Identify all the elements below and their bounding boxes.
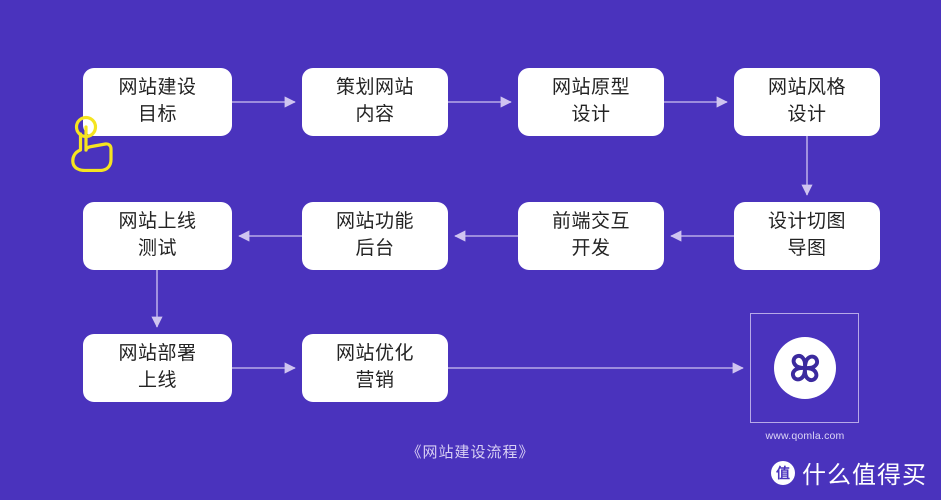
flow-node-n2-line2: 内容 [355,104,395,125]
flow-node-n4[interactable]: 网站风格 设计 [734,68,880,136]
flow-node-n8-line2: 测试 [137,238,177,259]
flow-node-n1-line2: 目标 [137,104,177,125]
diagram-caption: 《网站建设流程》 [406,444,535,461]
flow-node-n2-line1: 策划网站 [335,77,414,99]
flow-node-n3[interactable]: 网站原型 设计 [518,68,664,136]
logo-url-text: www.qomla.com [765,430,845,442]
flow-node-n5[interactable]: 设计切图 导图 [734,202,880,270]
flow-node-n9-line1: 网站部署 [118,343,197,365]
flow-node-n1-line1: 网站建设 [118,77,197,99]
flow-node-n5-line2: 导图 [787,238,827,259]
flow-node-n7-line2: 后台 [355,238,395,259]
flow-node-n4-line2: 设计 [787,104,827,125]
flow-node-n5-line1: 设计切图 [767,211,846,233]
flow-node-n1[interactable]: 网站建设 目标 [83,68,232,136]
watermark: 值 什么值得买 [771,455,927,490]
flow-node-n3-line2: 设计 [571,104,611,125]
watermark-badge-icon: 值 [771,460,795,485]
flow-node-n4-line1: 网站风格 [767,77,846,99]
qomla-logo-icon [790,353,819,383]
flow-node-n9-line2: 上线 [137,370,177,391]
flow-node-n6-line1: 前端交互 [551,211,630,233]
flow-node-n10-line1: 网站优化 [335,343,414,365]
flow-node-n3-line1: 网站原型 [551,77,630,99]
logo-terminal-box[interactable] [750,313,859,423]
flow-node-n7[interactable]: 网站功能 后台 [302,202,448,270]
flow-node-n6[interactable]: 前端交互 开发 [518,202,664,270]
flow-node-n6-line2: 开发 [571,238,611,259]
flow-node-n9[interactable]: 网站部署 上线 [83,334,232,402]
flow-node-n2[interactable]: 策划网站 内容 [302,68,448,136]
flow-node-n8-line1: 网站上线 [118,211,197,233]
logo-circle [773,337,836,399]
pointing-hand-cursor-icon [71,115,113,172]
flow-node-n10-line2: 营销 [355,370,395,391]
flow-node-n7-line1: 网站功能 [335,211,414,233]
flow-node-n8[interactable]: 网站上线 测试 [83,202,232,270]
flow-node-n10[interactable]: 网站优化 营销 [302,334,448,402]
watermark-text: 什么值得买 [802,462,927,489]
